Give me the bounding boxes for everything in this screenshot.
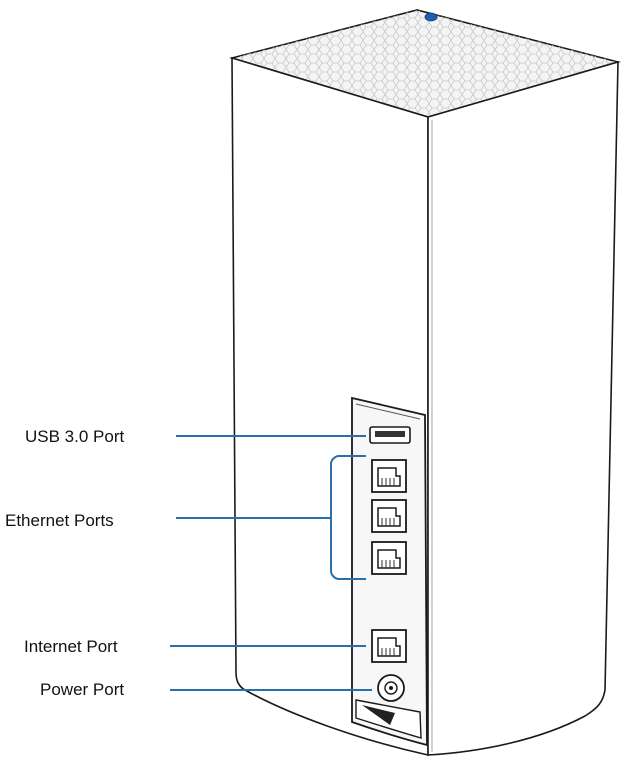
internet-port-icon (371, 629, 407, 663)
status-light-icon (424, 12, 438, 22)
power-port-icon (377, 674, 405, 702)
internet-port-label: Internet Port (24, 637, 118, 656)
usb-port-label: USB 3.0 Port (25, 427, 125, 446)
usb-port-icon (369, 426, 411, 444)
ethernet-port-icon-3 (371, 541, 407, 575)
ethernet-callout-bracket (176, 455, 366, 580)
ethernet-ports-label: Ethernet Ports (5, 511, 114, 530)
ethernet-port-icon-2 (371, 499, 407, 533)
ethernet-port-icon-1 (371, 459, 407, 493)
power-port-label: Power Port (40, 680, 125, 699)
router-right-face (427, 60, 619, 756)
